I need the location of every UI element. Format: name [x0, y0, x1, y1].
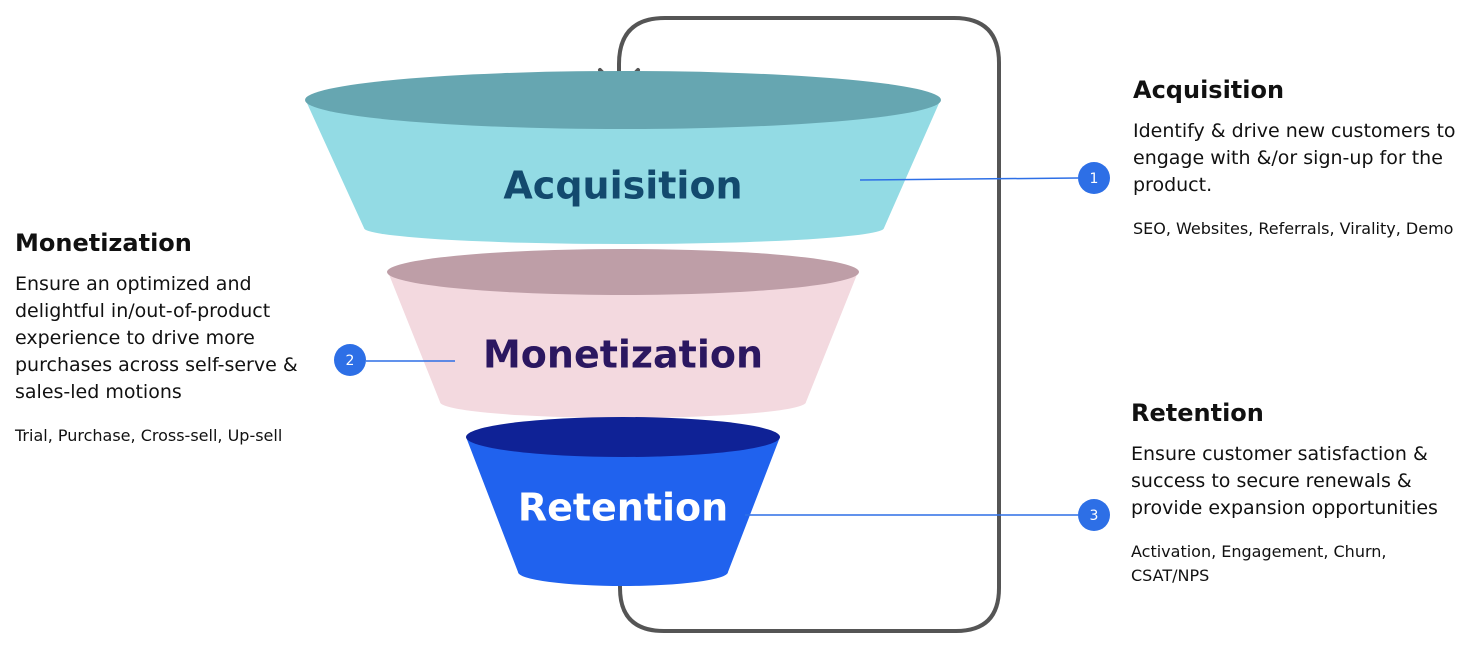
acquisition-funnel-top — [305, 71, 941, 129]
retention-funnel-top — [466, 417, 780, 457]
monetization-funnel-body — [388, 272, 858, 418]
monetization-tags: Trial, Purchase, Cross-sell, Up-sell — [15, 426, 283, 445]
acquisition-title: Acquisition — [1133, 76, 1285, 104]
monetization-text-block: Monetization Ensure an optimized and del… — [15, 229, 315, 448]
acquisition-funnel-body — [306, 101, 940, 244]
retention-funnel-label: Retention — [518, 486, 728, 530]
retention-tags: Activation, Engagement, Churn, CSAT/NPS — [1131, 542, 1387, 585]
badge-3 — [1078, 499, 1110, 531]
badge-2 — [334, 344, 366, 376]
retention-title: Retention — [1131, 399, 1264, 427]
loop-arrow-path — [617, 16, 1001, 633]
acquisition-tags: SEO, Websites, Referrals, Virality, Demo — [1133, 219, 1454, 238]
monetization-funnel-label: Monetization — [483, 333, 763, 377]
monetization-funnel-top — [387, 249, 859, 295]
acquisition-text-block: Acquisition Identify & drive new custome… — [1133, 76, 1458, 241]
badge-2-label: 2 — [346, 353, 355, 369]
retention-description: Ensure customer satisfaction & success t… — [1131, 443, 1438, 519]
badge-1-label: 1 — [1090, 171, 1099, 187]
badge-3-label: 3 — [1090, 508, 1099, 524]
connector-line-1 — [859, 177, 1079, 181]
monetization-title: Monetization — [15, 229, 192, 257]
monetization-description: Ensure an optimized and delightful in/ou… — [15, 273, 298, 403]
badge-1 — [1078, 162, 1110, 194]
retention-text-block: Retention Ensure customer satisfaction &… — [1131, 399, 1456, 588]
acquisition-funnel-label: Acquisition — [503, 164, 742, 208]
retention-funnel-body — [466, 437, 780, 586]
acquisition-description: Identify & drive new customers to engage… — [1133, 120, 1456, 196]
